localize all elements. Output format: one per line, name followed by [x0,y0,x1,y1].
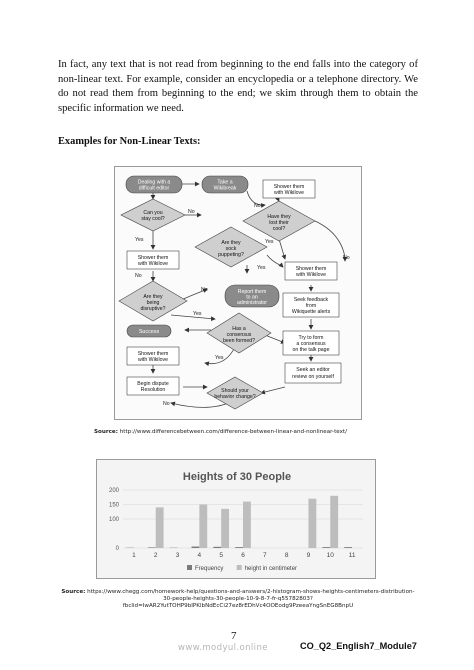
x-tick-label: 4 [198,552,202,559]
svg-text:No: No [188,209,195,215]
section-heading: Examples for Non-Linear Texts: [58,136,201,147]
bar-height [199,504,208,548]
svg-text:Yes: Yes [193,311,202,317]
chart-source-url[interactable]: https://www.chegg.com/homework-help/ques… [85,589,415,610]
svg-text:Yes: Yes [135,237,144,243]
bar-height [243,501,251,548]
chart-legend: Frequency height in centimeter [187,565,297,572]
x-tick-label: 10 [327,552,335,559]
svg-text:Yes: Yes [257,265,266,271]
x-tick-label: 8 [285,552,289,559]
legend-label: Frequency [195,566,223,572]
x-tick-label: 6 [241,552,245,559]
heights-bar-chart: Heights of 30 People 0 100 150 200 1 2 3 4 5 6 7 8… [96,459,376,579]
flowchart-source: Source: http://www.differencebetween.com… [94,429,348,435]
x-tick-label: 5 [219,552,223,559]
legend-swatch [236,565,242,570]
y-tick-label: 100 [109,517,120,523]
edge-labels: No No Yes Yes Yes No No No Yes Yes No [135,203,350,407]
bar-frequency [344,547,353,548]
svg-text:Yes: Yes [215,355,224,361]
y-tick-label: 0 [116,546,120,552]
legend-label: height in centimeter [245,566,297,572]
svg-text:Success: Success [139,329,160,335]
module-code: CO_Q2_English7_Module7 [300,641,417,651]
chart-canvas: Heights of 30 People 0 100 150 200 1 2 3 4 5 6 7 8… [109,471,363,572]
intro-paragraph: In fact, any text that is not read from … [58,59,418,114]
x-tick-label: 1 [132,552,136,559]
bar-height [308,498,317,548]
x-tick-label: 2 [154,552,158,559]
svg-text:No: No [201,287,208,293]
x-tick-label: 9 [307,552,311,559]
bar-height [330,495,339,548]
svg-text:No: No [135,273,142,279]
x-tick-label: 7 [263,552,267,559]
chart-y-ticks: 0 100 150 200 [109,488,120,552]
svg-text:No: No [254,203,261,209]
chart-bars [126,495,353,548]
bar-height [155,507,164,548]
bar-frequency [147,547,156,548]
x-tick-label: 3 [176,552,180,559]
bar-frequency [213,546,222,548]
x-tick-label: 11 [349,552,356,559]
y-tick-label: 150 [109,503,120,509]
svg-text:No: No [163,401,170,407]
chart-x-ticks: 1 2 3 4 5 6 7 8 9 10 11 [132,552,356,559]
node-success: Success [126,324,172,338]
legend-swatch [187,565,192,570]
watermark: www.modyul.online [178,643,268,653]
flowchart-source-url[interactable]: http://www.differencebetween.com/differe… [117,429,348,435]
bar-frequency [191,546,200,548]
chart-source: Source: https://www.chegg.com/homework-h… [61,589,415,610]
bar-frequency [322,547,331,548]
svg-text:No: No [343,255,350,261]
page-number: 7 [231,630,237,642]
y-tick-label: 200 [109,488,120,494]
chart-title: Heights of 30 People [183,471,291,483]
svg-text:Yes: Yes [265,239,274,245]
bar-frequency [235,547,243,548]
bar-height [221,508,230,548]
